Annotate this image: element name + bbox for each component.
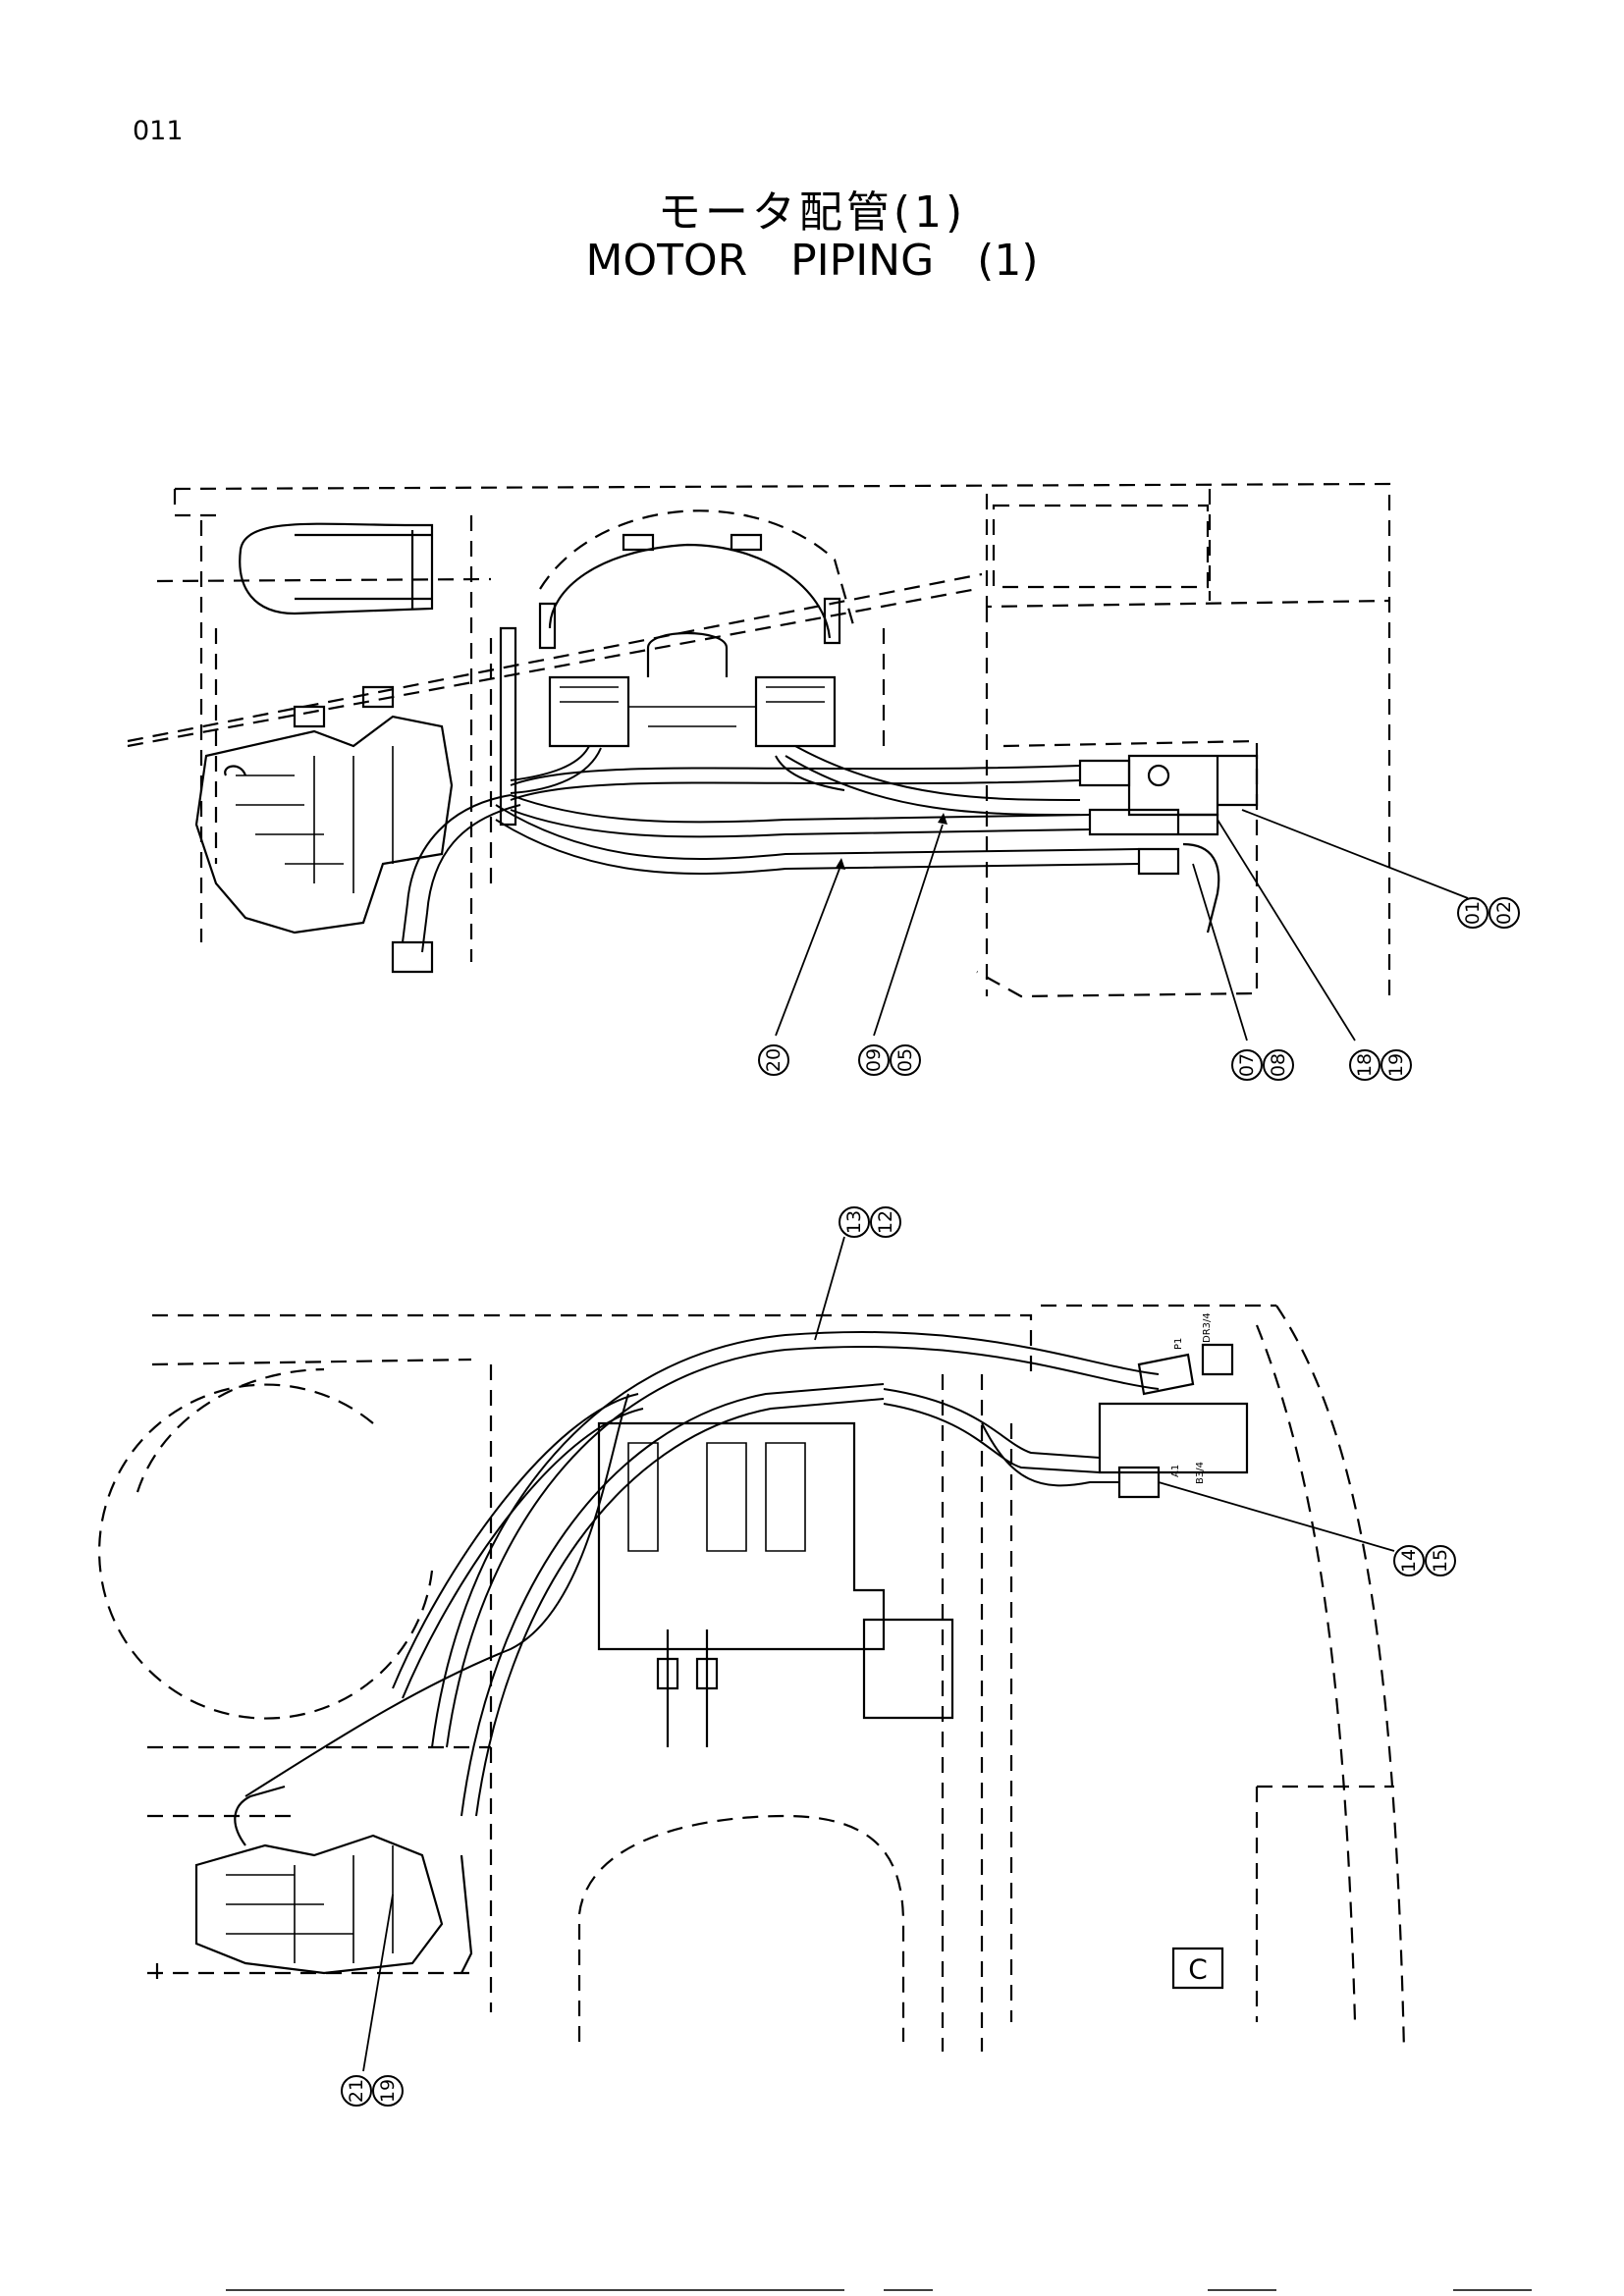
svg-text:12: 12 xyxy=(875,1210,896,1234)
bottom-left-valve xyxy=(194,1834,444,1975)
bottom-right-valve xyxy=(1098,1402,1249,1474)
svg-text:15: 15 xyxy=(1430,1549,1451,1573)
leader-18-19 xyxy=(1217,819,1356,1041)
hose-13-12 xyxy=(431,1330,1160,1748)
callout-13-12: 13 12 xyxy=(839,1206,901,1238)
bottom-pump-block xyxy=(597,1421,886,1651)
leader-21-19 xyxy=(362,1894,394,2072)
bottom-pump-hoses xyxy=(656,1629,719,1747)
top-down-hose xyxy=(402,794,521,953)
leader-20 xyxy=(775,868,840,1037)
svg-text:DR3/4: DR3/4 xyxy=(1202,1312,1213,1343)
callout-14-15: 14 15 xyxy=(1393,1545,1456,1576)
svg-text:01: 01 xyxy=(1462,901,1484,925)
bottom-big-circle xyxy=(98,1383,434,1720)
bottom-c-label: C xyxy=(1188,1953,1208,1986)
svg-text:13: 13 xyxy=(843,1210,865,1234)
top-down-hose-end xyxy=(391,940,434,974)
leader-07-08 xyxy=(1192,863,1248,1041)
top-valve-spools xyxy=(224,685,395,776)
callout-21-19: 21 19 xyxy=(341,2075,404,2107)
top-right-valve xyxy=(1127,754,1259,817)
bottom-small-box xyxy=(862,1618,954,1720)
svg-text:19: 19 xyxy=(1385,1053,1407,1077)
bottom-right-valve-fittings xyxy=(1117,1343,1234,1499)
svg-text:14: 14 xyxy=(1398,1549,1420,1573)
leader-14-15 xyxy=(1158,1481,1395,1552)
svg-text:07: 07 xyxy=(1236,1053,1258,1077)
bottom-lower-arch xyxy=(577,1814,905,2042)
hose-arc-inner xyxy=(460,1383,885,1817)
top-frame-outline xyxy=(173,482,1391,996)
right-valve-port-labels: P1 DR3/4 A1 B3/4 xyxy=(1170,1312,1213,1484)
svg-text:18: 18 xyxy=(1354,1053,1376,1077)
hose-upper-b xyxy=(785,745,1081,816)
svg-text:21: 21 xyxy=(346,2079,367,2103)
page-title-english: MOTOR PIPING (1) xyxy=(585,236,1039,286)
bottom-view: C P1 DR3/4 A1 B3/4 xyxy=(98,1236,1406,2072)
bottom-frame-top xyxy=(151,1304,1276,1374)
hose-arc-fourth xyxy=(244,1393,629,1797)
bottom-mid-frame xyxy=(489,1364,1013,2052)
top-valve-detail xyxy=(236,746,394,893)
top-frame-right-inner xyxy=(985,489,1390,996)
top-frame-box xyxy=(992,504,1210,589)
bottom-circle-left xyxy=(135,1367,325,1493)
svg-text:05: 05 xyxy=(894,1048,916,1072)
bottom-c-mark xyxy=(1171,1947,1224,1990)
top-motor-uturn xyxy=(646,632,729,677)
top-motor-body xyxy=(548,675,837,748)
hose-motor-right xyxy=(775,755,845,791)
leader-13-12 xyxy=(814,1236,845,1341)
top-swing-circle xyxy=(539,509,856,629)
bottom-left-valve-elbow xyxy=(234,1785,473,1974)
top-bracket xyxy=(499,626,517,827)
top-right-elbow xyxy=(1182,842,1220,934)
svg-text:19: 19 xyxy=(377,2079,399,2103)
hose-20 xyxy=(495,804,1140,875)
top-frame-lower-box xyxy=(976,739,1259,998)
callout-01-02: 01 02 xyxy=(1457,897,1520,929)
top-upper-fittings xyxy=(538,533,841,650)
top-control-valve xyxy=(194,715,454,934)
callout-20: 20 xyxy=(758,1044,789,1076)
hose-upper-a xyxy=(510,765,1081,801)
callout-07-08: 07 08 xyxy=(1231,1049,1294,1081)
svg-text:02: 02 xyxy=(1493,901,1515,925)
hose-motor-left xyxy=(510,745,602,794)
top-view xyxy=(127,482,1469,1041)
svg-text:A1: A1 xyxy=(1170,1465,1181,1477)
top-motor-detail xyxy=(560,686,825,727)
svg-text:P1: P1 xyxy=(1173,1338,1184,1350)
svg-text:08: 08 xyxy=(1268,1053,1289,1077)
bottom-pump-detail xyxy=(627,1442,806,1552)
bottom-frame-right xyxy=(1255,1305,1406,2053)
callout-09-05: 09 05 xyxy=(858,1044,921,1076)
bottom-left-valve-detail xyxy=(226,1845,394,1963)
page-title-japanese: モータ配管(1) xyxy=(657,187,967,238)
leader-09-05 xyxy=(873,824,944,1037)
top-right-valve-fittings xyxy=(1078,759,1219,876)
bottom-right-box xyxy=(1255,1785,1394,2022)
svg-text:B3/4: B3/4 xyxy=(1195,1462,1206,1484)
top-inner-lines xyxy=(469,515,886,962)
top-engine-cylinder xyxy=(295,530,432,609)
hose-arc-third xyxy=(392,1393,644,1699)
hose-14-15 xyxy=(981,1422,1119,1487)
page-number: 011 xyxy=(133,116,184,146)
svg-text:09: 09 xyxy=(863,1048,885,1072)
hose-09-05 xyxy=(510,794,1091,838)
top-right-valve-port xyxy=(1147,764,1170,787)
leader-01-02 xyxy=(1241,809,1469,899)
top-frame-left-lines xyxy=(156,520,492,942)
top-engine-silhouette xyxy=(239,522,434,615)
callout-18-19: 18 19 xyxy=(1349,1049,1412,1081)
hose-to-right-valve xyxy=(883,1388,1101,1473)
svg-text:20: 20 xyxy=(763,1048,785,1072)
top-motor-upper-hose xyxy=(548,543,832,639)
